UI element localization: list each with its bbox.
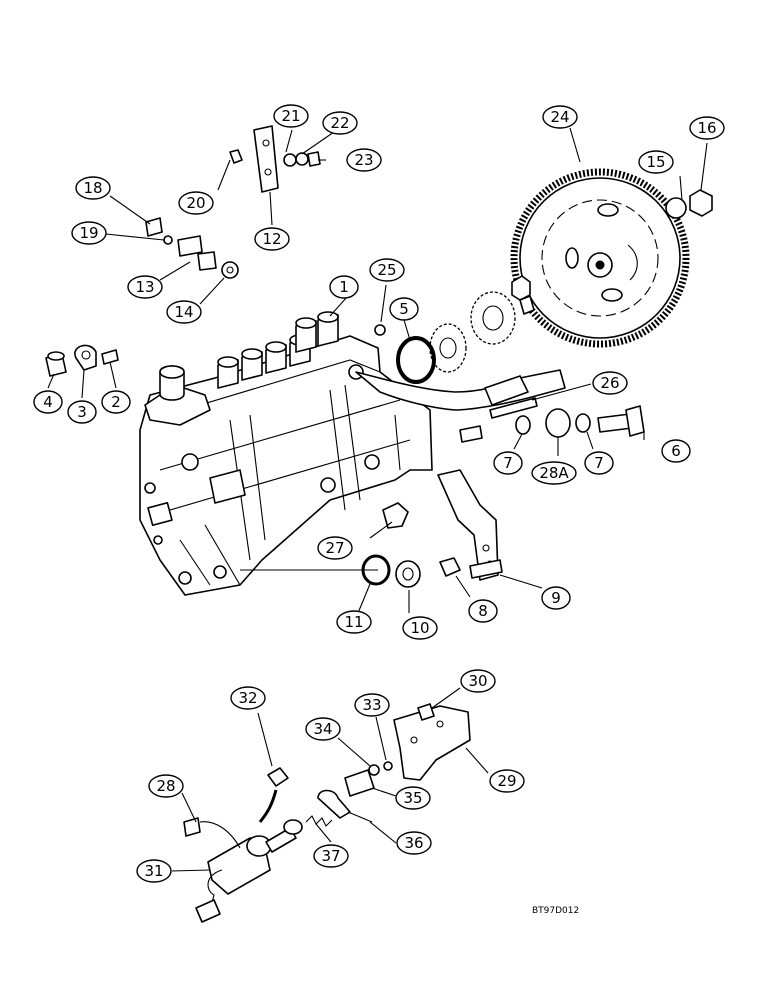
callout-28-label: 28 [156,777,175,795]
callout-7-right-label: 7 [594,454,604,472]
callout-8-label: 8 [478,602,488,620]
callout-36: 36 [396,831,432,855]
callout-27: 27 [317,536,353,560]
gear-hub-parts [429,275,535,373]
leader-lines [47,127,708,872]
callout-20: 20 [178,191,214,215]
shutoff-solenoid [183,703,471,923]
callout-3: 3 [67,400,97,424]
callout-7-left: 7 [493,451,523,475]
callout-26-label: 26 [600,374,619,392]
injection-pump [139,311,433,596]
callout-6: 6 [661,439,691,463]
callout-33: 33 [354,693,390,717]
callout-16-label: 16 [697,119,716,137]
callout-22-label: 22 [330,114,349,132]
callout-2-label: 2 [111,393,121,411]
callout-1-label: 1 [339,278,349,296]
callout-15: 15 [638,150,674,174]
callout-14: 14 [166,300,202,324]
throttle-bracket [437,469,503,581]
callout-34-label: 34 [313,720,332,738]
callout-33-label: 33 [362,696,381,714]
callout-13: 13 [127,275,163,299]
callout-22: 22 [322,111,358,135]
callout-30-label: 30 [468,672,487,690]
callout-19: 19 [71,221,107,245]
drive-gear [510,168,690,348]
callout-7-right: 7 [584,451,614,475]
figure-code: BT97D012 [532,906,579,916]
callout-19-label: 19 [79,224,98,242]
callout-28a-label: 28A [539,464,569,482]
callout-35: 35 [395,786,431,810]
callout-29-label: 29 [497,772,516,790]
callout-37-label: 37 [321,847,340,865]
callout-5: 5 [389,297,419,321]
callout-32-label: 32 [238,689,257,707]
callout-21-label: 21 [281,107,300,125]
callout-11-label: 11 [344,613,363,631]
callout-14-label: 14 [174,303,193,321]
callout-20-label: 20 [186,194,205,212]
callout-25: 25 [369,258,405,282]
callout-2: 2 [101,390,131,414]
callout-4-label: 4 [43,393,53,411]
callout-32: 32 [230,686,266,710]
callout-12-label: 12 [262,230,281,248]
callout-6-label: 6 [671,442,681,460]
callout-31: 31 [136,859,172,883]
callout-23-label: 23 [354,151,373,169]
callout-9: 9 [541,586,571,610]
callout-12: 12 [254,227,290,251]
callout-21: 21 [273,104,309,128]
callout-30: 30 [460,669,496,693]
callout-36-label: 36 [404,834,423,852]
callout-28a: 28A [531,461,577,485]
callout-25-label: 25 [377,261,396,279]
callout-27-label: 27 [325,539,344,557]
callout-26: 26 [592,371,628,395]
callout-3-label: 3 [77,403,87,421]
callout-18-label: 18 [83,179,102,197]
callout-28: 28 [148,774,184,798]
callout-10-label: 10 [410,619,429,637]
callout-24: 24 [542,105,578,129]
callout-29: 29 [489,769,525,793]
callout-7-left-label: 7 [503,454,513,472]
callout-35-label: 35 [403,789,422,807]
callout-9-label: 9 [551,589,561,607]
callout-31-label: 31 [144,862,163,880]
upper-left-fittings [45,125,321,377]
callout-37: 37 [313,844,349,868]
delivery-valve-holders [217,311,339,389]
callout-23: 23 [346,148,382,172]
callout-1: 1 [329,275,359,299]
callout-34: 34 [305,717,341,741]
callout-11: 11 [336,610,372,634]
callout-24-label: 24 [550,108,569,126]
callout-4: 4 [33,390,63,414]
callout-8: 8 [468,599,498,623]
callout-10: 10 [402,616,438,640]
callout-5-label: 5 [399,300,409,318]
callout-18: 18 [75,176,111,200]
fuel-line [355,369,566,443]
callout-13-label: 13 [135,278,154,296]
callout-15-label: 15 [646,153,665,171]
callout-16: 16 [689,116,725,140]
